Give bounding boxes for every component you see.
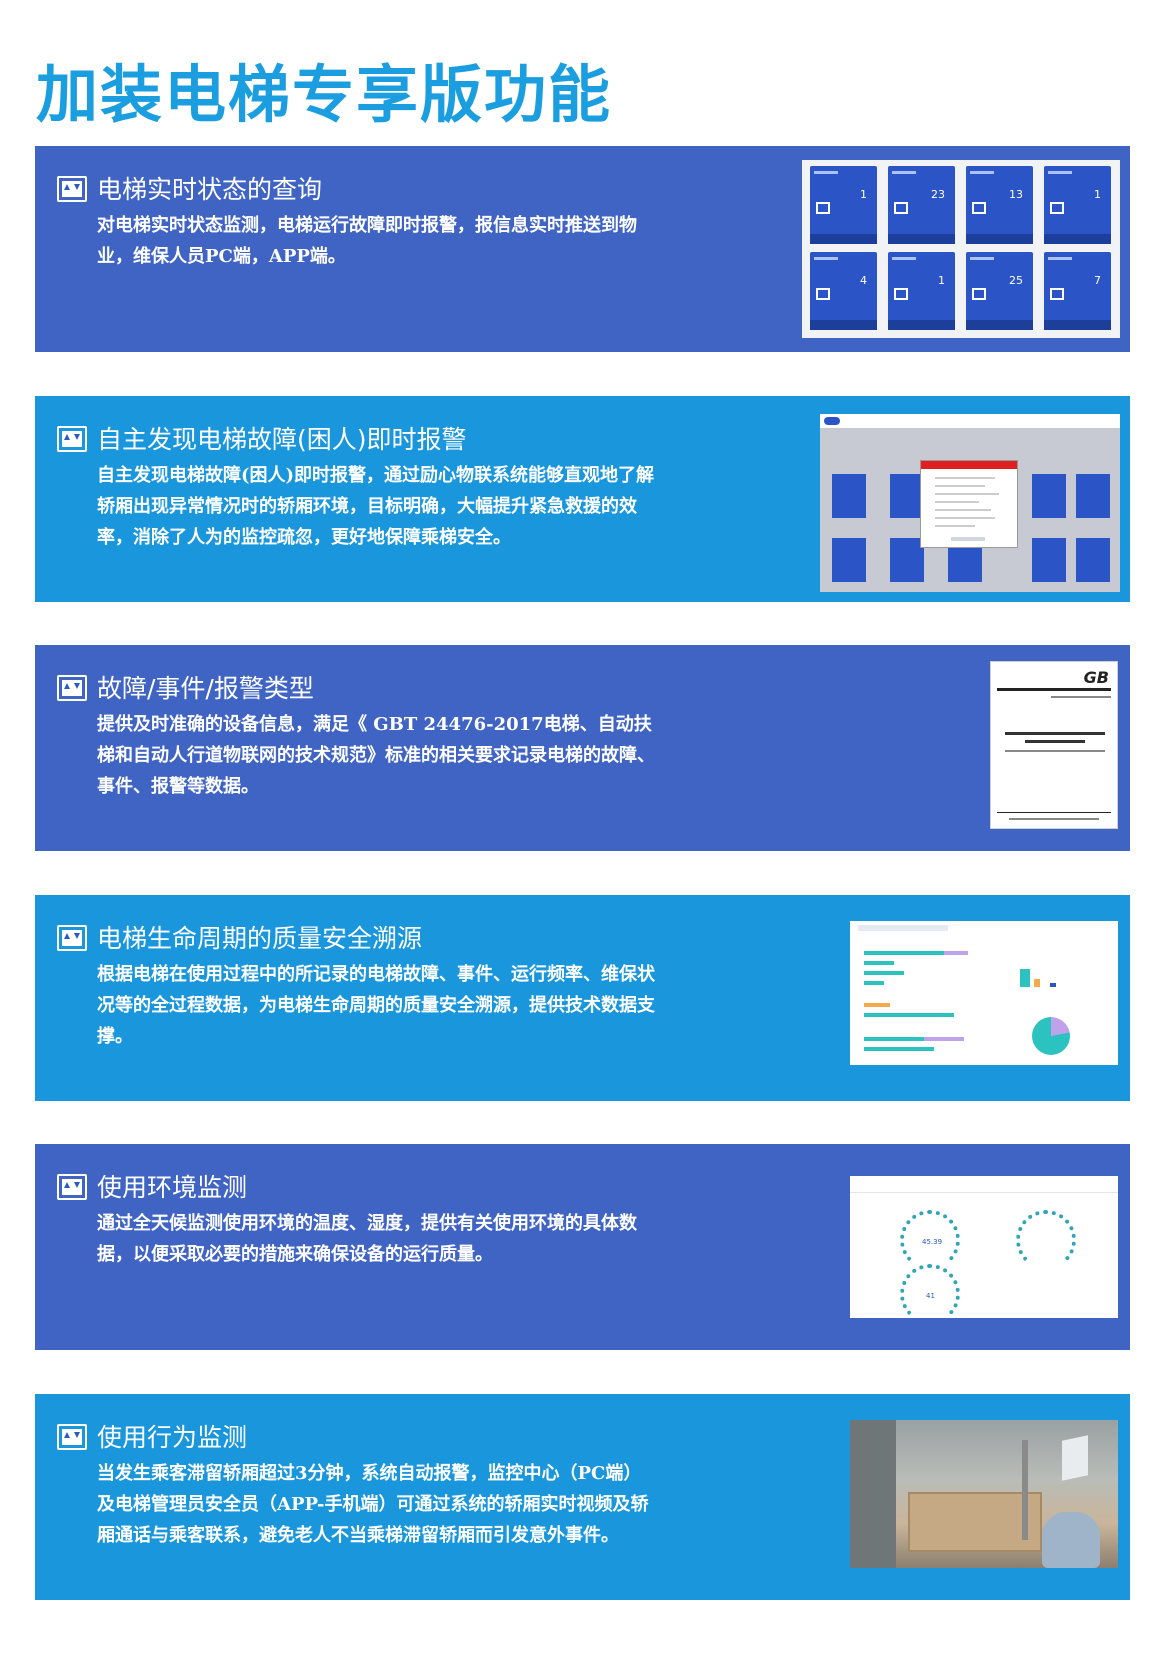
humidity-gauge: [900, 1264, 960, 1318]
elevator-icon: [57, 1424, 87, 1450]
temperature-gauge: [900, 1210, 960, 1270]
section-body: 当发生乘客滞留轿厢超过3分钟，系统自动报警，监控中心（PC端）及电梯管理员安全员…: [97, 1463, 649, 1546]
elevator-icon: [57, 675, 87, 701]
environment-gauges: 45.39 41: [850, 1176, 1118, 1318]
elevator-status-dashboard: 1 23 13 1 4 1 25 7: [802, 160, 1120, 338]
humidity-value: 41: [926, 1292, 935, 1300]
section-environment: 使用环境监测 通过全天候监测使用环境的温度、湿度，提供有关使用环境的具体数据，以…: [35, 1144, 1130, 1350]
section-realtime-status: 电梯实时状态的查询 对电梯实时状态监测，电梯运行故障即时报警，报信息实时推送到物…: [35, 146, 1130, 352]
pie-chart: [1032, 1017, 1070, 1055]
floor-number: 23: [931, 188, 945, 201]
passenger: [1042, 1512, 1100, 1568]
section-fault-alarm: 自主发现电梯故障(困人)即时报警 自主发现电梯故障(困人)即时报警，通过励心物联…: [35, 396, 1130, 602]
section-quality-trace: 电梯生命周期的质量安全溯源 根据电梯在使用过程中的所记录的电梯故障、事件、运行频…: [35, 895, 1130, 1101]
status-gauge: [1016, 1210, 1076, 1270]
section-title: 使用行为监测: [97, 1423, 248, 1452]
section-behavior: 使用行为监测 当发生乘客滞留轿厢超过3分钟，系统自动报警，监控中心（PC端）及电…: [35, 1394, 1130, 1600]
elevator-icon: [57, 925, 87, 951]
elevator-icon: [57, 176, 87, 202]
floor-number: 1: [1094, 188, 1101, 201]
car-camera-view: [850, 1420, 1118, 1568]
elevator-icon: [57, 1174, 87, 1200]
section-body: 自主发现电梯故障(困人)即时报警，通过励心物联系统能够直观地了解轿厢出现异常情况…: [97, 465, 655, 548]
temperature-value: 45.39: [922, 1238, 943, 1246]
alarm-modal: [920, 460, 1018, 548]
section-title: 故障/事件/报警类型: [97, 674, 314, 703]
gb-standard-cover: GB: [990, 661, 1118, 829]
floor-number: 7: [1094, 274, 1101, 287]
section-title: 使用环境监测: [97, 1173, 248, 1202]
floor-number: 1: [938, 274, 945, 287]
floor-number: 4: [860, 274, 867, 287]
section-body: 提供及时准确的设备信息，满足《 GBT 24476-2017电梯、自动扶梯和自动…: [97, 714, 655, 797]
section-body: 根据电梯在使用过程中的所记录的电梯故障、事件、运行频率、维保状况等的全过程数据，…: [97, 964, 655, 1047]
elevator-icon: [57, 426, 87, 452]
fault-alarm-screen: [820, 414, 1120, 592]
section-body: 对电梯实时状态监测，电梯运行故障即时报警，报信息实时推送到物业，维保人员PC端，…: [97, 215, 637, 267]
floor-number: 1: [860, 188, 867, 201]
gb-logo: GB: [1083, 668, 1109, 687]
section-body: 通过全天候监测使用环境的温度、湿度，提供有关使用环境的具体数据，以便采取必要的措…: [97, 1213, 637, 1265]
floor-number: 13: [1009, 188, 1023, 201]
floor-number: 25: [1009, 274, 1023, 287]
section-title: 电梯实时状态的查询: [97, 175, 323, 204]
section-title: 自主发现电梯故障(困人)即时报警: [97, 425, 467, 454]
section-fault-types: 故障/事件/报警类型 提供及时准确的设备信息，满足《 GBT 24476-201…: [35, 645, 1130, 851]
page-title: 加装电梯专享版功能: [36, 58, 613, 131]
statistics-charts: [850, 921, 1118, 1065]
section-title: 电梯生命周期的质量安全溯源: [97, 924, 423, 953]
